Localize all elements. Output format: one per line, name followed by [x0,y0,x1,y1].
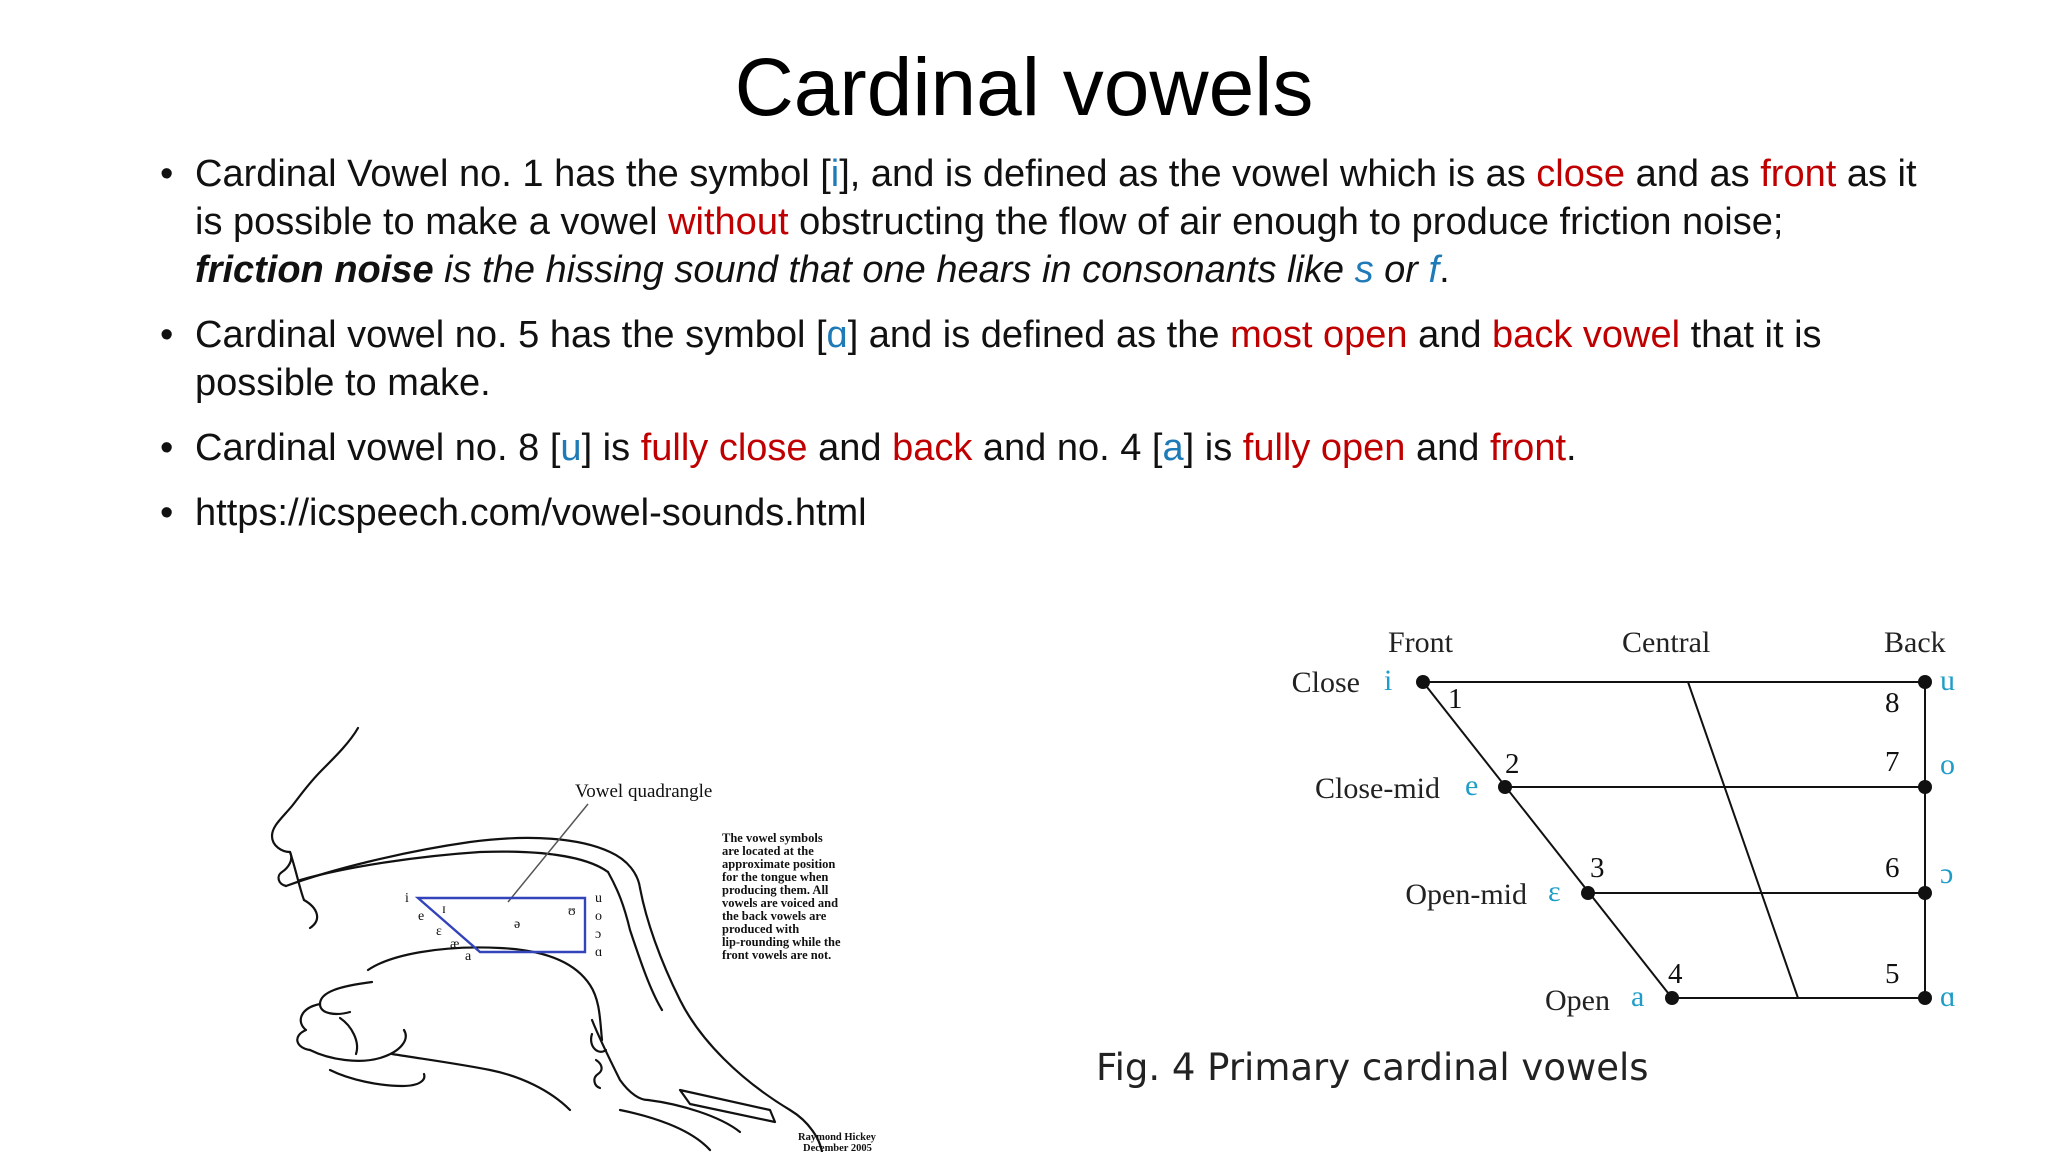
symbol-i: i [830,153,840,195]
symbol-v5: ɑ [1940,980,1956,1013]
svg-text:The vowel symbols: The vowel symbols [722,831,823,845]
column-labels: Front Central Back [1388,626,1946,659]
svg-text:lip-rounding while the: lip-rounding while the [722,935,841,949]
svg-text:front vowels are not.: front vowels are not. [722,948,831,962]
point-1 [1416,675,1430,689]
reference-url[interactable]: https://icspeech.com/vowel-sounds.html [195,492,867,534]
figure-caption: Fig. 4 Primary cardinal vowels [1096,1046,1649,1089]
point-6 [1918,886,1932,900]
symbol-a: a [1162,427,1184,469]
point-2 [1498,780,1512,794]
slide-title: Cardinal vowels [734,42,1314,133]
svg-text:approximate position: approximate position [722,857,835,871]
cardinal-vowel-chart: Front Central Back Close Close-mid Open-… [1096,626,1956,1089]
symbol-v8: u [1940,664,1955,697]
keyword-front-2: front [1489,427,1567,469]
point-5 [1918,991,1932,1005]
svg-text:for the tongue when: for the tongue when [722,870,828,884]
svg-text:produced with: produced with [722,922,799,936]
keyword-fully-open: fully open [1242,427,1406,469]
bullet-cardinal-8-4: Cardinal vowel no. 8 [u] is fully close … [160,424,1920,472]
sym-e: e [418,909,424,924]
quadrangle-pointer-line [507,803,589,903]
number-7: 7 [1885,746,1900,778]
sym-ah: ɑ [595,945,602,960]
svg-text:are located at the: are located at the [722,844,814,858]
sym-eh: ɛ [436,924,442,939]
point-4 [1665,991,1679,1005]
credit-author: Raymond Hickey [798,1132,877,1143]
col-central: Central [1622,626,1710,659]
term-friction-noise: friction noise [195,249,434,291]
figure-note: The vowel symbols are located at the app… [722,831,841,962]
vowel-points [1416,675,1932,1005]
svg-text:producing them. All: producing them. All [722,883,829,897]
row-open: Open [1545,984,1610,1017]
row-labels: Close Close-mid Open-mid Open [1292,666,1610,1017]
vowel-numbers: 1 2 3 4 5 6 7 8 [1448,683,1900,990]
keyword-without: without [668,201,789,243]
sym-a: a [465,949,472,964]
svg-text:the back vowels are: the back vowels are [722,909,827,923]
sym-u: u [595,891,602,906]
number-8: 8 [1885,687,1900,719]
point-7 [1918,780,1932,794]
vowel-quadrangle-label: Vowel quadrangle [575,781,712,802]
number-6: 6 [1885,852,1900,884]
keyword-back-vowel: back vowel [1492,314,1681,356]
point-8 [1918,675,1932,689]
keyword-most-open: most open [1230,314,1408,356]
row-close-mid: Close-mid [1315,772,1440,805]
quadrilateral-lines [1422,681,1926,999]
back-vowel-symbols: u o ɔ ɑ [1940,664,1956,1013]
row-open-mid: Open-mid [1405,878,1527,911]
number-4: 4 [1668,958,1683,990]
keyword-front: front [1760,153,1837,195]
symbol-u: u [560,427,582,469]
symbol-v6: ɔ [1940,857,1953,890]
sym-ih: ɪ [442,902,446,917]
sym-oo: ɔ [595,927,601,942]
symbol-ah: ɑ [826,314,848,356]
example-s: s [1354,249,1374,291]
credit-date: December 2005 [803,1143,872,1152]
bullet-cardinal-5: Cardinal vowel no. 5 has the symbol [ɑ] … [160,311,1920,407]
number-2: 2 [1505,748,1520,780]
keyword-fully-close: fully close [640,427,808,469]
col-back: Back [1884,626,1946,659]
point-3 [1581,886,1595,900]
number-5: 5 [1885,958,1900,990]
sym-schwa: ə [514,917,520,932]
bullet-link: https://icspeech.com/vowel-sounds.html [160,489,1920,537]
row-close: Close [1292,666,1360,699]
sym-o: o [595,909,602,924]
bullet-cardinal-1: Cardinal Vowel no. 1 has the symbol [i],… [160,150,1920,294]
keyword-close: close [1536,153,1626,195]
sym-ae: æ [450,937,459,952]
number-1: 1 [1448,683,1463,715]
quadrangle-symbols: i ɪ e ɛ æ a ə u ʊ o ɔ ɑ [405,891,602,964]
number-3: 3 [1590,852,1605,884]
keyword-back: back [892,427,973,469]
symbol-v7: o [1940,748,1955,781]
symbol-v3: ɛ [1548,875,1561,908]
bullet-list: Cardinal Vowel no. 1 has the symbol [i],… [160,150,1920,554]
front-vowel-symbols: i e ɛ a [1384,664,1644,1013]
col-front: Front [1388,626,1454,659]
vocal-tract-outline [270,726,824,1152]
symbol-v2: e [1465,769,1478,802]
svg-text:vowels are voiced and: vowels are voiced and [722,896,838,910]
vowel-quadrangle [414,896,587,954]
sym-i: i [405,891,409,906]
symbol-v4: a [1631,980,1644,1013]
example-f: f [1428,249,1440,291]
vocal-tract-figure: Vowel quadrangle i ɪ e ɛ æ a ə u ʊ o ɔ ɑ… [270,726,877,1152]
symbol-v1: i [1384,664,1392,697]
sym-uh: ʊ [568,904,576,919]
